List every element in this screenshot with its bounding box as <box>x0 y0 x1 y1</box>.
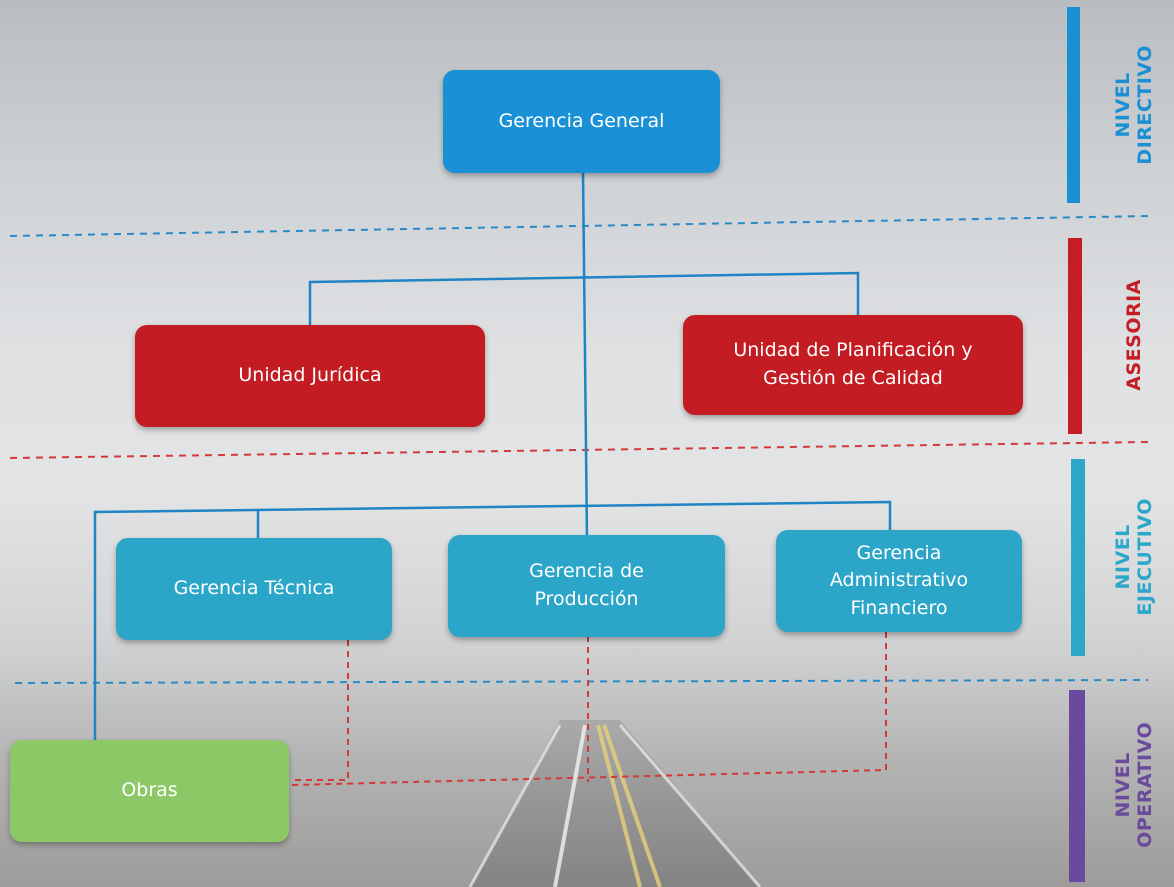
road-background <box>468 720 762 887</box>
level-bar-ejecutivo <box>1071 459 1085 656</box>
dashed-connectors <box>291 632 887 786</box>
node-label: Unidad de Planificación y Gestión de Cal… <box>733 339 973 389</box>
node-gerencia-administrativo[interactable]: Gerencia Administrativo Financiero <box>776 530 1022 632</box>
separator-directivo-asesoria <box>9 215 1149 237</box>
level-label-directivo: NIVEL DIRECTIVO <box>1112 45 1157 165</box>
level-label-asesoria: ASESORIA <box>1123 279 1146 391</box>
node-label: Gerencia Administrativo Financiero <box>829 541 969 619</box>
node-gerencia-tecnica[interactable]: Gerencia Técnica <box>116 538 392 640</box>
node-unidad-planificacion[interactable]: Unidad de Planificación y Gestión de Cal… <box>683 315 1023 415</box>
node-label: Obras <box>121 779 178 802</box>
separator-asesoria-ejecutivo <box>9 441 1149 459</box>
level-label-operativo: NIVEL OPERATIVO <box>1112 722 1156 848</box>
node-label: Gerencia Técnica <box>173 577 335 600</box>
level-bar-operativo <box>1069 690 1085 882</box>
node-label: Unidad Jurídica <box>238 364 382 387</box>
level-label-ejecutivo: NIVEL EJECUTIVO <box>1112 498 1157 616</box>
separator-ejecutivo-operativo <box>14 679 1149 684</box>
node-unidad-juridica[interactable]: Unidad Jurídica <box>135 325 485 427</box>
level-bar-asesoria <box>1068 238 1082 434</box>
level-bar-directivo <box>1067 7 1080 203</box>
solid-connectors <box>93 171 892 740</box>
node-label: Gerencia de Producción <box>529 560 644 610</box>
node-gerencia-general[interactable]: Gerencia General <box>443 70 720 173</box>
node-label: Gerencia General <box>498 109 665 132</box>
node-obras[interactable]: Obras <box>10 740 289 842</box>
node-gerencia-produccion[interactable]: Gerencia de Producción <box>448 535 725 637</box>
